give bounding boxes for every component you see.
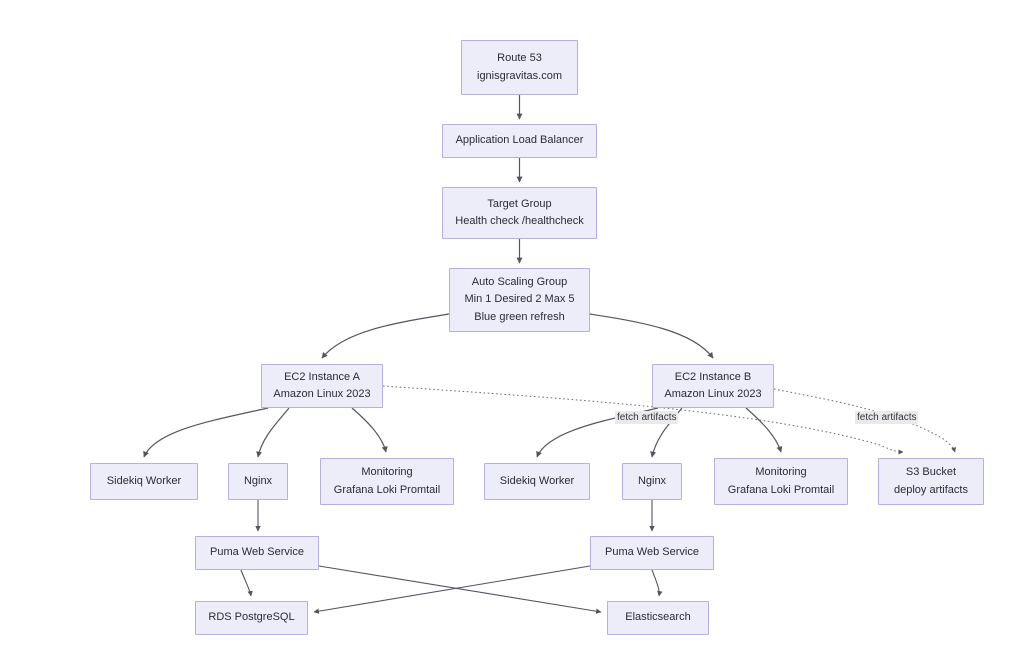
nginx-b-node[interactable]: Nginx bbox=[622, 463, 682, 500]
edge-puma-b-to-rds bbox=[313, 565, 591, 614]
sidekiq-worker-b-node[interactable]: Sidekiq Worker bbox=[484, 463, 590, 500]
ec2-instance-b-line-0: EC2 Instance B bbox=[674, 370, 752, 383]
puma-web-service-b-node[interactable]: Puma Web Service bbox=[590, 536, 714, 570]
rds-postgresql-node[interactable]: RDS PostgreSQL bbox=[195, 601, 308, 635]
ec2-instance-b-node[interactable]: EC2 Instance B Amazon Linux 2023 bbox=[652, 364, 774, 408]
edge-puma-b-to-elasticsearch bbox=[651, 569, 663, 597]
edge-ec2-a-to-sidekiq-a bbox=[143, 407, 269, 458]
target-group-node[interactable]: Target Group Health check /healthcheck bbox=[442, 187, 597, 239]
ec2-instance-b-line-1: Amazon Linux 2023 bbox=[664, 388, 762, 400]
ec2-instance-a-line-0: EC2 Instance A bbox=[284, 370, 360, 383]
sidekiq-worker-a-label: Sidekiq Worker bbox=[106, 474, 182, 487]
monitoring-a-node[interactable]: Monitoring Grafana Loki Promtail bbox=[320, 458, 454, 505]
edge-puma-a-to-elasticsearch bbox=[318, 565, 602, 614]
auto-scaling-group-line-2: Blue green refresh bbox=[474, 310, 565, 323]
monitoring-b-line-0: Monitoring bbox=[755, 466, 807, 479]
route-53-node[interactable]: Route 53 ignisgravitas.com bbox=[461, 40, 578, 95]
auto-scaling-group-node[interactable]: Auto Scaling Group Min 1 Desired 2 Max 5… bbox=[449, 268, 590, 332]
route-53-line-1: ignisgravitas.com bbox=[477, 69, 562, 82]
edge-puma-a-to-rds bbox=[240, 569, 253, 597]
nginx-a-label: Nginx bbox=[243, 474, 273, 487]
route-53-line-0: Route 53 bbox=[497, 52, 542, 65]
edge-asg-to-ec2-b bbox=[589, 313, 714, 359]
monitoring-a-line-1: Grafana Loki Promtail bbox=[333, 483, 441, 496]
s3-bucket-line-0: S3 Bucket bbox=[905, 466, 957, 479]
edge-ec2-a-to-monitoring-a bbox=[351, 407, 388, 453]
elasticsearch-node[interactable]: Elasticsearch bbox=[607, 601, 709, 635]
auto-scaling-group-line-0: Auto Scaling Group bbox=[471, 276, 568, 289]
sidekiq-worker-b-label: Sidekiq Worker bbox=[499, 474, 575, 487]
monitoring-b-line-1: Grafana Loki Promtail bbox=[727, 483, 835, 496]
elasticsearch-label: Elasticsearch bbox=[625, 611, 691, 624]
monitoring-a-line-0: Monitoring bbox=[361, 466, 413, 479]
puma-web-service-a-node[interactable]: Puma Web Service bbox=[195, 536, 319, 570]
target-group-line-1: Health check /healthcheck bbox=[455, 215, 584, 227]
nginx-b-label: Nginx bbox=[637, 474, 667, 487]
application-load-balancer-label: Application Load Balancer bbox=[455, 134, 584, 147]
monitoring-b-node[interactable]: Monitoring Grafana Loki Promtail bbox=[714, 458, 848, 505]
auto-scaling-group-line-1: Min 1 Desired 2 Max 5 bbox=[464, 293, 575, 306]
edge-ec2-a-to-nginx-a bbox=[256, 407, 290, 458]
rds-postgresql-label: RDS PostgreSQL bbox=[208, 611, 295, 624]
edge-asg-to-ec2-a bbox=[321, 313, 450, 359]
sidekiq-worker-a-node[interactable]: Sidekiq Worker bbox=[90, 463, 198, 500]
puma-web-service-a-label: Puma Web Service bbox=[210, 546, 304, 559]
edge-label-fetch-artifacts-a: fetch artifacts bbox=[615, 411, 679, 424]
ec2-instance-a-node[interactable]: EC2 Instance A Amazon Linux 2023 bbox=[261, 364, 383, 408]
nginx-a-node[interactable]: Nginx bbox=[228, 463, 288, 500]
s3-bucket-line-1: deploy artifacts bbox=[894, 483, 968, 496]
ec2-instance-a-line-1: Amazon Linux 2023 bbox=[273, 388, 371, 400]
s3-bucket-node[interactable]: S3 Bucket deploy artifacts bbox=[878, 458, 984, 505]
puma-web-service-b-label: Puma Web Service bbox=[605, 546, 699, 559]
edge-ec2-b-to-monitoring-b bbox=[745, 407, 783, 453]
target-group-line-0: Target Group bbox=[487, 197, 552, 210]
application-load-balancer-node[interactable]: Application Load Balancer bbox=[442, 124, 597, 158]
edge-label-fetch-artifacts-b: fetch artifacts bbox=[855, 411, 919, 424]
